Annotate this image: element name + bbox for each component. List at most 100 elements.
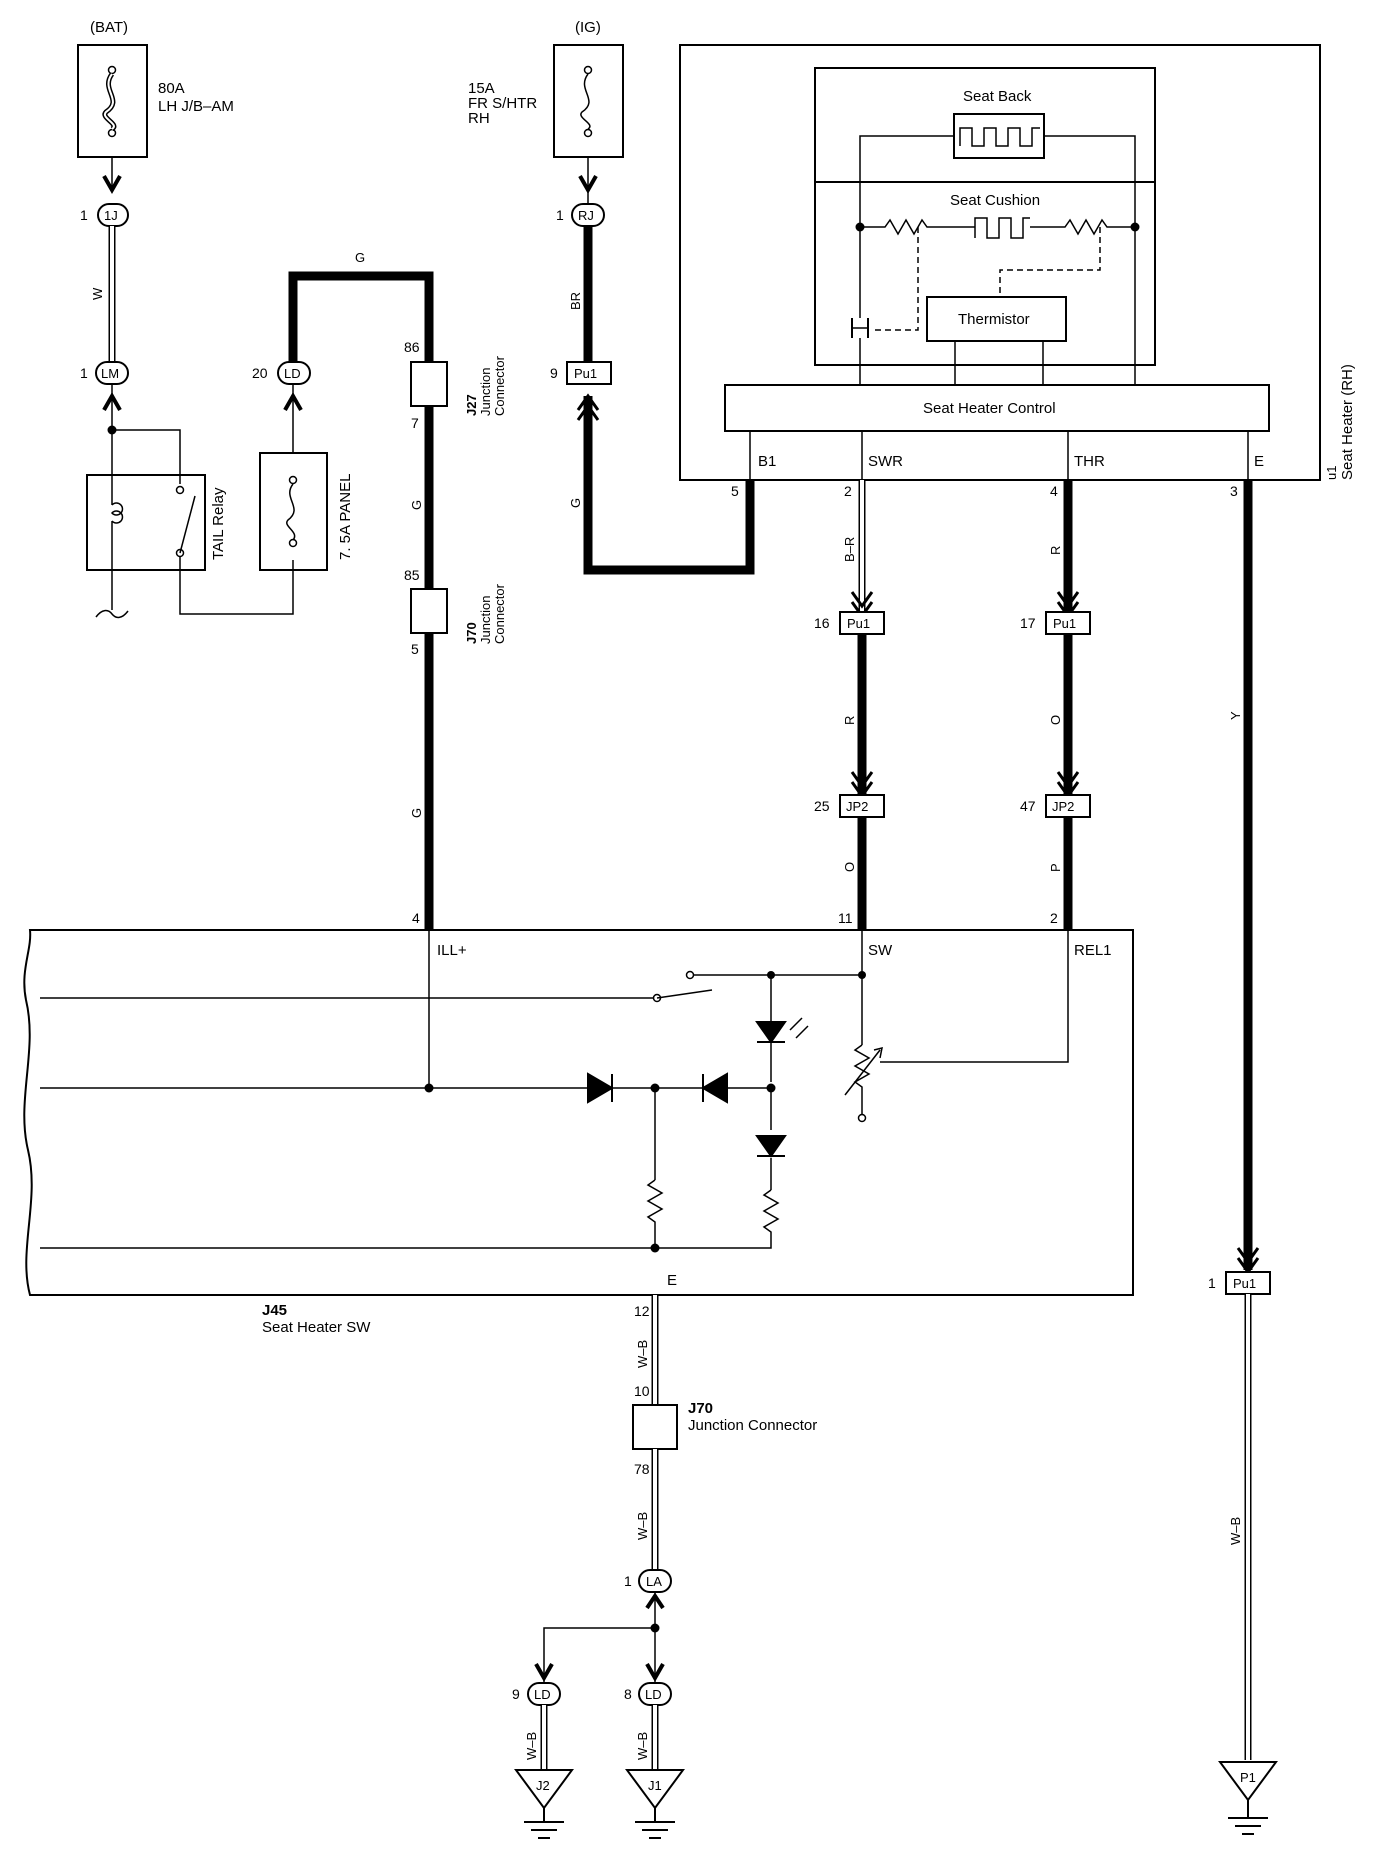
j27-pin-bot: 7 [411, 415, 419, 431]
sw-pin-ill: 4 [412, 910, 420, 926]
connector-lm-code: LM [101, 366, 119, 381]
thermistor-label: Thermistor [958, 311, 1030, 328]
switch-id: J45 [262, 1302, 287, 1319]
j70b-id: J70 [688, 1400, 713, 1417]
wire-br-label: BR [568, 292, 583, 310]
diode-icon [587, 1072, 614, 1104]
wire-g-mid-label: G [409, 500, 424, 510]
connector-pu1-9-pin: 9 [550, 365, 558, 381]
ig-label: (IG) [575, 19, 601, 36]
seat-back-element [953, 113, 1045, 159]
j70b-pin-bot: 78 [634, 1461, 650, 1477]
fuse-15a-name-1: FR S/HTR [468, 95, 537, 112]
junction-j70-upper [410, 588, 448, 634]
wire-wb-2-label: W–B [635, 1512, 650, 1540]
seat-back-label: Seat Back [963, 88, 1032, 105]
sw-term-rel: REL1 [1074, 942, 1112, 959]
panel-fuse-icon [286, 475, 298, 548]
seat-heater-control-label: Seat Heater Control [923, 400, 1056, 417]
panel-fuse-label: 7. 5A PANEL [337, 474, 354, 560]
sw-pin-rel: 2 [1050, 910, 1058, 926]
pin-b1: 5 [731, 483, 739, 499]
ground-p1-label: P1 [1240, 1770, 1256, 1785]
connector-jp2-25-code: JP2 [846, 799, 868, 814]
relay-coil-icon [110, 475, 124, 570]
wire-b-r-label: B–R [842, 537, 857, 562]
connector-1j-pin: 1 [80, 207, 88, 223]
wire-wb-1-label: W–B [635, 1340, 650, 1368]
led-icon [755, 1021, 787, 1044]
diode-icon [701, 1072, 728, 1104]
fuse-15a-icon [580, 65, 593, 138]
pin-swr: 2 [844, 483, 852, 499]
connector-ld-20-pin: 20 [252, 365, 268, 381]
connector-pu1-16-pin: 16 [814, 615, 830, 631]
term-swr: SWR [868, 453, 903, 470]
connector-ld-8-pin: 8 [624, 1686, 632, 1702]
arrow-down-icon [645, 1663, 665, 1683]
fuse-15a-amp: 15A [468, 80, 495, 97]
sw-term-sw: SW [868, 942, 893, 959]
connector-rj-pin: 1 [556, 207, 564, 223]
j27-id: J27 [464, 394, 479, 416]
arrow-down-icon [578, 175, 598, 195]
seat-heater-name: Seat Heater (RH) [1339, 364, 1356, 480]
tail-relay-label: TAIL Relay [210, 487, 227, 560]
ground-j2-icon [514, 1769, 574, 1810]
relay-switch-icon [175, 485, 196, 558]
sw-term-ill: ILL+ [437, 942, 467, 959]
wire-wb-4-label: W–B [635, 1732, 650, 1760]
wire-w-label: W [90, 287, 105, 300]
junction-j70-lower [632, 1404, 678, 1450]
term-e: E [1254, 453, 1264, 470]
wire-r-left-label: R [842, 716, 857, 725]
seat-heater-id: u1 [1324, 466, 1339, 480]
tail-relay-box [86, 474, 206, 571]
connector-jp2-25-pin: 25 [814, 798, 830, 814]
pin-thr: 4 [1050, 483, 1058, 499]
connector-ld-8-code: LD [645, 1687, 662, 1702]
seat-heater-switch-box [23, 929, 1134, 1296]
wire-o-right-label: O [1048, 715, 1063, 725]
seat-cushion-label: Seat Cushion [950, 192, 1040, 209]
arrow-up-icon [283, 391, 303, 411]
resistor-icon [40, 1189, 780, 1249]
ground-chassis-icon [95, 609, 129, 619]
connector-lm-pin: 1 [80, 365, 88, 381]
seat-heater-inner [814, 67, 1156, 366]
fuse-15a-name-2: RH [468, 110, 490, 127]
connector-la-code: LA [646, 1574, 662, 1589]
j70b-name: Junction Connector [688, 1417, 817, 1434]
thermo-switch-icon [851, 318, 869, 338]
connector-pu1-9 [566, 361, 612, 385]
potentiometer-icon [853, 1044, 871, 1115]
ground-p1-icon [1218, 1761, 1278, 1802]
j70a-id: J70 [464, 622, 479, 644]
wire-wb-3-label: W–B [524, 1732, 539, 1760]
sw-term-e: E [667, 1272, 677, 1289]
connector-pu1-17-pin: 17 [1020, 615, 1036, 631]
j70a-pin-top: 85 [404, 567, 420, 583]
j70a-pin-bot: 5 [411, 641, 419, 657]
term-b1: B1 [758, 453, 776, 470]
ground-j2-label: J2 [536, 1778, 550, 1793]
connector-1j-code: 1J [104, 208, 118, 223]
connector-pu1-16-code: Pu1 [847, 616, 870, 631]
j70b-pin-top: 10 [634, 1383, 650, 1399]
fuse-80a-name: LH J/B–AM [158, 98, 234, 115]
wire-p-right-label: P [1048, 863, 1063, 872]
connector-ld-9-code: LD [534, 1687, 551, 1702]
term-thr: THR [1074, 453, 1105, 470]
seat-heater-box [679, 44, 1321, 481]
connector-ld-9-pin: 9 [512, 1686, 520, 1702]
arrow-down-icon [534, 1663, 554, 1683]
j70a-name-1: Junction [478, 596, 493, 644]
arrow-down-icon [102, 175, 122, 195]
wire-wb-p1-label: W–B [1228, 1517, 1243, 1545]
seat-heater-control [724, 384, 1270, 432]
light-rays-icon [789, 1017, 809, 1039]
seat-cushion-element [860, 217, 1135, 239]
wire-o-left-label: O [842, 862, 857, 872]
connector-ld-20-code: LD [284, 366, 301, 381]
ground-j1-icon [625, 1769, 685, 1810]
